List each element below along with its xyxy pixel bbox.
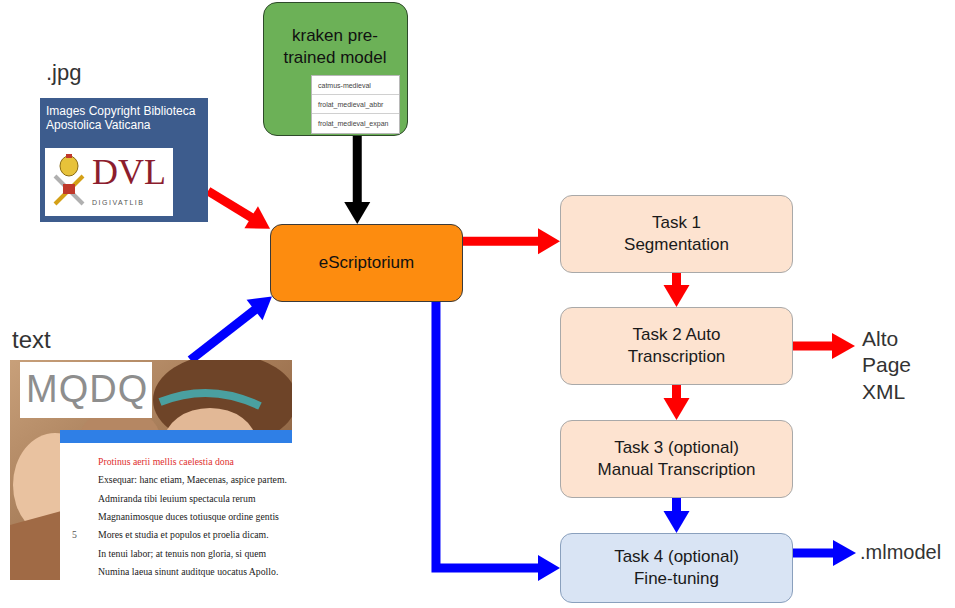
logo-text: DVL xyxy=(92,154,166,190)
logo-subtext: DIGIVATLIB xyxy=(92,199,144,206)
task-box: Task 4 (optional) Fine-tuning xyxy=(560,533,793,603)
connector xyxy=(344,136,370,224)
verse-line: Numina laeua sinunt auditque uocatus Apo… xyxy=(98,566,278,578)
arrow-head xyxy=(664,398,690,420)
output-line xyxy=(793,549,835,558)
output-arrow xyxy=(793,333,855,359)
output-format: .mlmodel xyxy=(860,541,941,564)
output-format: Alto Page XML xyxy=(862,326,924,405)
connector-line xyxy=(190,309,256,360)
connector-line xyxy=(353,136,362,204)
box-title: eScriptorium xyxy=(319,253,414,273)
output-arrow xyxy=(793,540,856,566)
task-box: Task 2 Auto Transcription xyxy=(560,307,793,385)
connector-line xyxy=(436,302,540,568)
arrow-head xyxy=(247,297,272,321)
arrow-head xyxy=(832,333,855,359)
verse-line: Mores et studia et populos et proelia di… xyxy=(98,529,269,541)
model-name: frolat_medieval_abbr xyxy=(312,95,399,114)
arrow-head xyxy=(244,206,270,229)
arrow-head xyxy=(538,228,560,254)
verse-line: Magnanimosque duces totiusque ordine gen… xyxy=(98,511,279,523)
verse-line: Protinus aerii mellis caelestia dona xyxy=(98,456,234,468)
task-label: Task 2 Auto Transcription xyxy=(627,324,727,368)
connector-line xyxy=(208,191,253,218)
connector-line xyxy=(672,273,681,287)
output-line xyxy=(793,342,834,351)
line-number: 5 xyxy=(72,529,77,541)
papal-emblem xyxy=(49,154,89,210)
task-box: Task 1 Segmentation xyxy=(560,195,793,273)
verse-line: Exsequar: hanc etiam, Maecenas, aspice p… xyxy=(98,474,287,486)
model-name: frolat_medieval_expan xyxy=(312,114,399,133)
task-label: Task 1 Segmentation xyxy=(617,212,737,256)
task-label: Task 4 (optional) Fine-tuning xyxy=(609,546,744,590)
connector xyxy=(208,191,270,229)
model-list: catmus-medievalfrolat_medieval_abbrfrola… xyxy=(311,75,400,134)
verse-line: In tenui labor; at tenuis non gloria, si… xyxy=(98,548,266,560)
connector xyxy=(436,302,560,581)
platform-box: eScriptorium xyxy=(270,224,463,302)
text-source: textMQDQProtinus aerii mellis caelestia … xyxy=(10,360,292,580)
image-source: .jpgImages Copyright Biblioteca Apostoli… xyxy=(40,98,208,222)
input-heading: text xyxy=(12,326,51,354)
box-title: kraken pre-trained model xyxy=(267,25,403,69)
arrow-head xyxy=(538,555,560,581)
arrow-head xyxy=(664,285,690,307)
arrow-head xyxy=(833,540,856,566)
connector xyxy=(664,273,690,307)
model-name: catmus-medieval xyxy=(312,76,399,95)
logo-text: MQDQ xyxy=(26,370,148,408)
connector-line xyxy=(672,385,681,400)
panel-bar xyxy=(60,430,292,443)
model-box: kraken pre-trained modelcatmus-medievalf… xyxy=(263,2,408,136)
input-heading: .jpg xyxy=(46,60,81,86)
connector xyxy=(463,228,560,254)
verse-line: Admiranda tibi leuium spectacula rerum xyxy=(98,493,256,505)
connector xyxy=(190,297,271,360)
copyright-note: Images Copyright Biblioteca Apostolica V… xyxy=(46,104,206,133)
arrow-head xyxy=(664,511,690,533)
connector-line xyxy=(672,498,681,513)
connector xyxy=(664,498,690,533)
connector-line xyxy=(463,237,540,246)
arrow-head xyxy=(344,202,370,224)
connector xyxy=(664,385,690,420)
task-box: Task 3 (optional) Manual Transcription xyxy=(560,420,793,498)
task-label: Task 3 (optional) Manual Transcription xyxy=(592,437,762,481)
